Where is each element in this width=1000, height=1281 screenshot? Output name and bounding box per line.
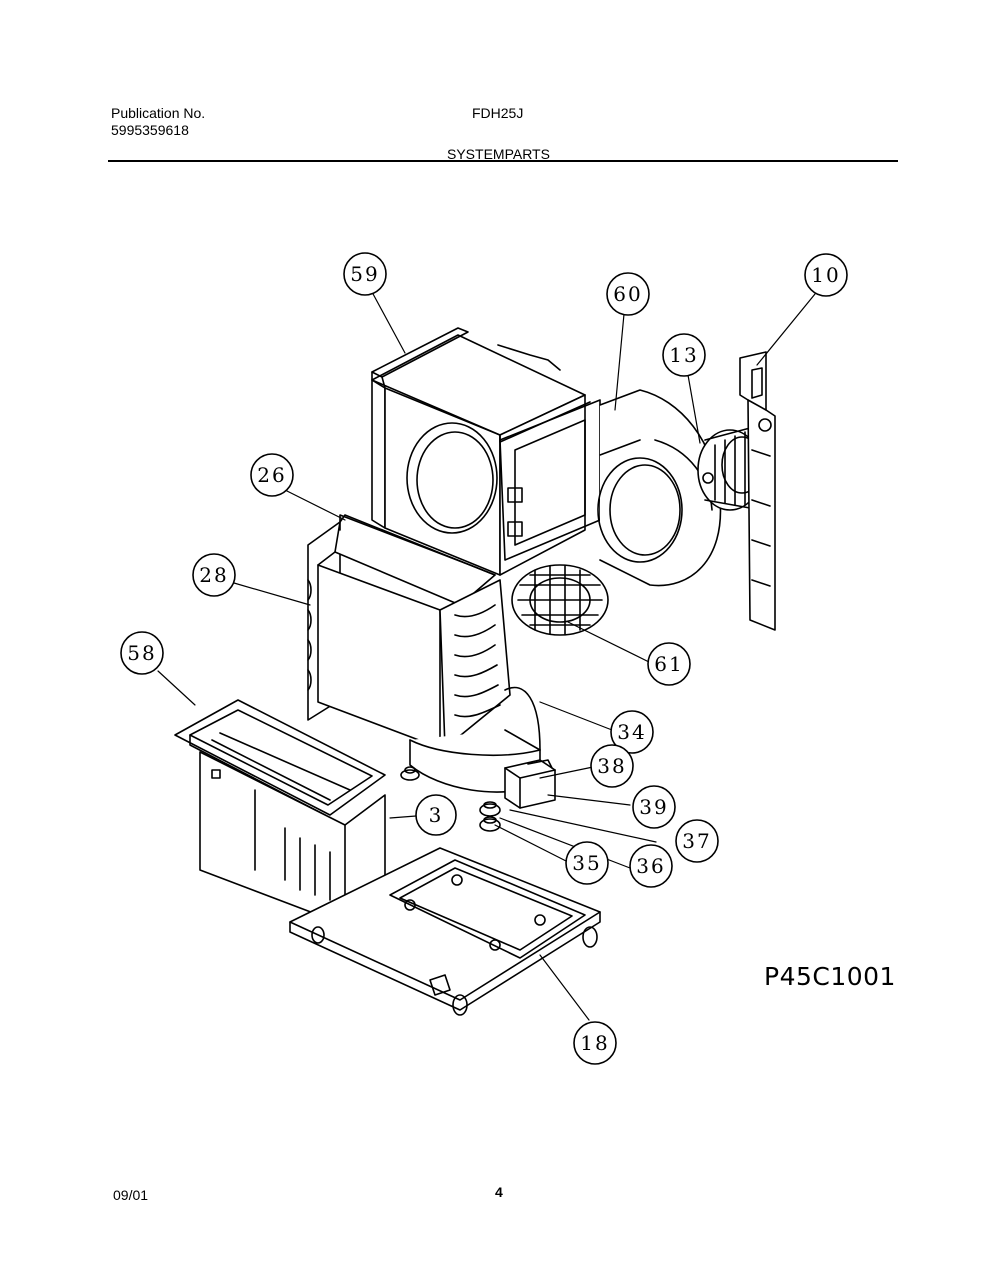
page-number: 4: [495, 1184, 503, 1200]
callout-13: 13: [662, 333, 706, 377]
callout-26: 26: [250, 453, 294, 497]
svg-text:60: 60: [613, 282, 642, 306]
callout-61: 61: [647, 642, 691, 686]
svg-text:13: 13: [669, 343, 698, 367]
callout-36: 36: [629, 844, 673, 888]
callout-18: 18: [573, 1021, 617, 1065]
header-rule: [108, 160, 898, 162]
motor-bracket: [739, 351, 776, 631]
callout-37: 37: [675, 819, 719, 863]
svg-text:36: 36: [636, 854, 665, 878]
callout-39: 39: [632, 785, 676, 829]
callout-59: 59: [343, 252, 387, 296]
callout-34: 34: [610, 710, 654, 754]
svg-text:39: 39: [639, 795, 668, 819]
base-tray: [289, 847, 601, 1016]
section-title: SYSTEMPARTS: [447, 146, 550, 162]
diagram-code: P45C1001: [764, 962, 896, 991]
svg-text:18: 18: [580, 1031, 609, 1055]
capacitor: [504, 759, 556, 809]
vibration-mounts: [400, 766, 501, 832]
svg-text:37: 37: [682, 829, 711, 853]
svg-text:61: 61: [654, 652, 683, 676]
svg-text:34: 34: [617, 720, 646, 744]
svg-text:35: 35: [572, 851, 601, 875]
callout-35: 35: [565, 841, 609, 885]
svg-text:26: 26: [257, 463, 286, 487]
callout-28: 28: [192, 553, 236, 597]
blower-housing: [371, 327, 601, 576]
callout-60: 60: [606, 272, 650, 316]
callout-10: 10: [804, 253, 848, 297]
svg-text:10: 10: [811, 263, 840, 287]
svg-text:59: 59: [350, 262, 379, 286]
callouts: 59 60 10 13 26 28 61 58: [120, 252, 848, 1065]
blower-wheel: [511, 564, 609, 636]
leader-lines: [157, 291, 816, 1021]
model-number: FDH25J: [472, 105, 524, 121]
callout-38: 38: [590, 744, 634, 788]
svg-text:38: 38: [597, 754, 626, 778]
callout-3: 3: [415, 794, 457, 836]
publication-label: Publication No.: [111, 105, 206, 121]
publication-number: 5995359618: [111, 122, 189, 138]
evaporator-coil: [307, 514, 511, 749]
svg-text:28: 28: [199, 563, 228, 587]
svg-text:3: 3: [429, 803, 444, 827]
svg-text:58: 58: [127, 641, 156, 665]
callout-58: 58: [120, 631, 164, 675]
footer-date: 09/01: [113, 1187, 149, 1203]
